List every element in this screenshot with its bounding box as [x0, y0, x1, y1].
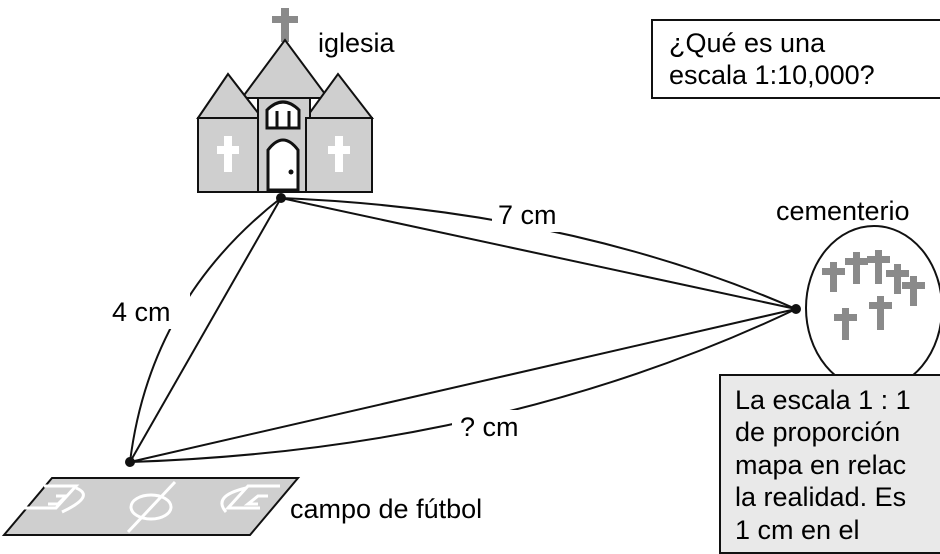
question-box: ¿Qué es una escala 1:10,000? [651, 19, 940, 99]
cemetery-icon [805, 225, 940, 391]
answer-line-4: la realidad. Es [735, 482, 907, 513]
label-dist-church-cemetery: 7 cm [498, 200, 557, 230]
label-dist-field-cemetery: ? cm [460, 412, 519, 442]
answer-line-3: mapa en relac [735, 449, 907, 480]
question-line-2: escala 1:10,000? [669, 60, 875, 91]
vertex-field [125, 457, 135, 467]
vertex-cemetery [791, 304, 801, 314]
answer-box: La escala 1 : 1 de proporción mapa en re… [719, 374, 940, 554]
triangle [129, 197, 797, 463]
answer-line-2: de proporción [735, 417, 901, 448]
label-cemetery: cementerio [776, 196, 910, 226]
scale-diagram [1, 8, 940, 536]
church-icon [196, 8, 375, 193]
label-church: iglesia [318, 28, 395, 58]
label-dist-church-field: 4 cm [112, 297, 171, 327]
label-field: campo de fútbol [290, 494, 483, 524]
question-line-1: ¿Qué es una [669, 28, 826, 58]
answer-line-1: La escala 1 : 1 [735, 385, 911, 415]
vertex-church [276, 193, 286, 203]
soccer-field-icon [1, 477, 301, 536]
answer-line-5: 1 cm en el [735, 514, 860, 545]
